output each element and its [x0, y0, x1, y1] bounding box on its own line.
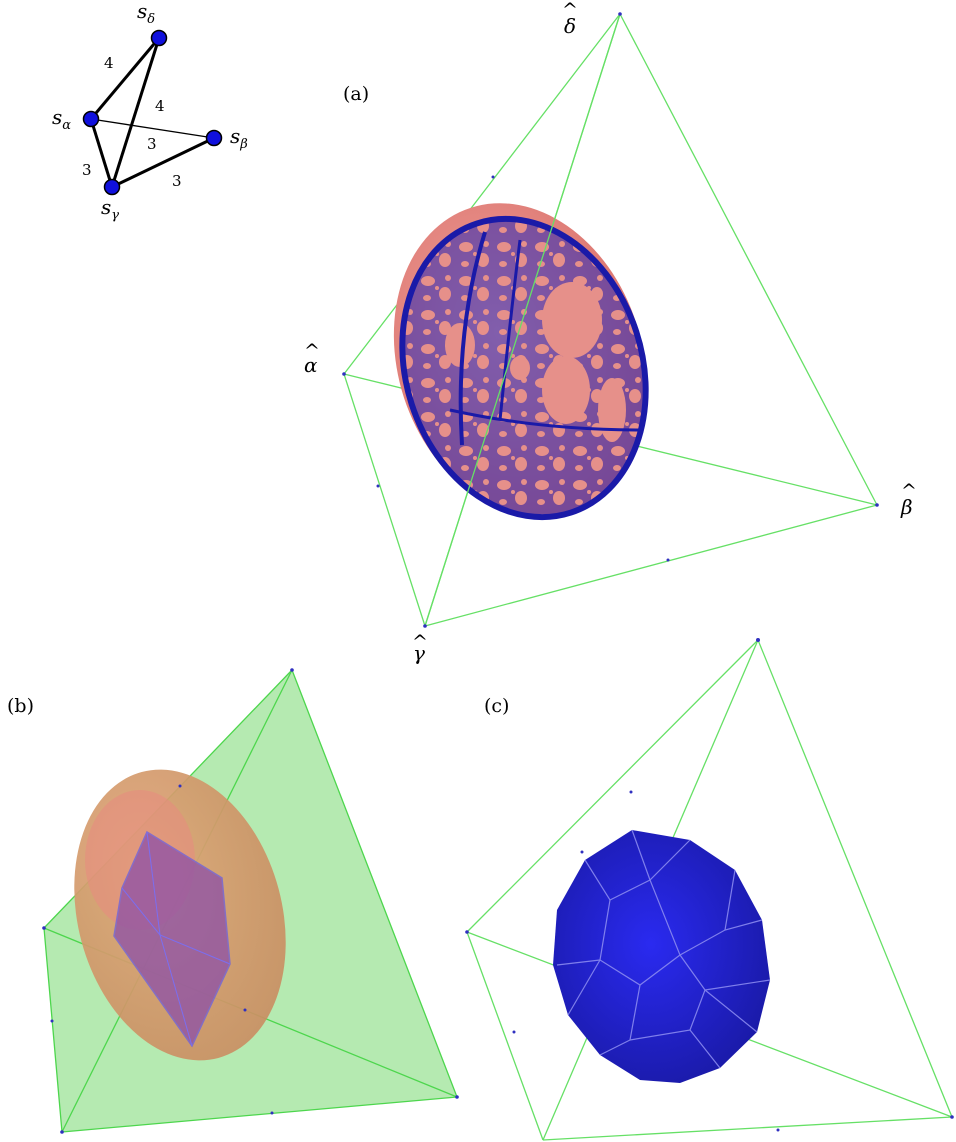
svg-text:^: ^	[412, 631, 428, 653]
svg-text:γ: γ	[413, 641, 425, 665]
vertex-dot	[512, 1030, 516, 1034]
graph-node-alpha	[82, 110, 100, 128]
vertex-dot	[342, 372, 346, 376]
edge-delta-beta-a	[619, 13, 878, 506]
graph-edge-alpha-delta	[89, 37, 161, 120]
facet	[631, 829, 651, 881]
graph-node-delta	[150, 29, 168, 47]
vertex-label-alpha-a: α ^	[304, 340, 320, 377]
facet	[679, 954, 706, 991]
limit-disk	[542, 282, 602, 358]
graph-edge-gamma-delta	[110, 37, 161, 188]
panel-c: (c)	[465, 638, 954, 1141]
vertex-label-delta-a: δ ^	[562, 0, 578, 38]
tetrahedron-a-front	[424, 13, 621, 627]
polytope-blob-c	[553, 830, 770, 1083]
edge-b	[291, 669, 458, 1098]
edge-alpha-gamma-a	[343, 373, 426, 627]
facet	[724, 869, 736, 931]
edge-label-gamma-delta: 4	[155, 97, 165, 115]
vertex-dot	[42, 926, 46, 930]
vertex-dot	[950, 1115, 954, 1119]
vertex-dot	[455, 1095, 459, 1099]
facet	[704, 979, 771, 991]
panel-b: (b)	[7, 668, 459, 1134]
edge-c	[466, 931, 544, 1141]
vertex-label-gamma-a: γ ^	[412, 631, 428, 665]
polytope-facets-c	[556, 829, 771, 1069]
panel-a: (a)	[304, 0, 917, 665]
vertex-dot	[776, 1128, 780, 1132]
svg-text:^: ^	[304, 340, 320, 362]
graph-edge-alpha-gamma	[89, 118, 114, 188]
edge-b	[61, 1096, 458, 1133]
edge-label-alpha-beta: 3	[147, 135, 157, 153]
vertex-dot	[465, 930, 469, 934]
limit-disk	[510, 356, 530, 380]
svg-text:α: α	[304, 353, 318, 377]
facet	[584, 839, 691, 901]
facet	[556, 959, 601, 966]
edge-alpha-delta-a	[343, 13, 621, 375]
edge-label-alpha-delta: 4	[104, 54, 114, 72]
edge-b	[43, 927, 63, 1133]
vertex-dots-c	[465, 638, 954, 1132]
vertex-dot	[60, 1130, 64, 1134]
edge-c	[542, 1116, 953, 1141]
limit-disk	[542, 356, 590, 424]
vertex-dot	[376, 484, 380, 488]
limit-curve	[458, 231, 487, 446]
vertex-label-beta-a: β ^	[900, 480, 917, 519]
node-label-beta: sβ	[230, 124, 248, 152]
vertex-dot	[875, 503, 879, 507]
panel-c-label: (c)	[484, 695, 509, 717]
polytope-edge-b	[121, 887, 231, 965]
vertex-dot	[178, 784, 182, 788]
graph-edge-gamma-beta	[111, 136, 215, 189]
vertex-dots-b	[42, 668, 459, 1134]
edge-label-alpha-gamma: 3	[82, 161, 92, 179]
edge-gamma-beta-a	[424, 504, 878, 627]
limit-disk	[445, 323, 475, 367]
vertex-dot	[243, 1008, 247, 1012]
limit-disk	[598, 378, 626, 442]
svg-text:β: β	[900, 495, 913, 519]
vertex-dot	[666, 558, 670, 562]
tetrahedron-c-edges	[466, 639, 953, 1141]
vertex-dot	[491, 175, 495, 179]
limit-curve	[449, 408, 641, 432]
node-label-alpha: sα	[52, 105, 71, 133]
vertex-dot	[270, 1111, 274, 1115]
node-label-gamma: sγ	[101, 195, 119, 223]
edge-front	[424, 13, 621, 627]
vertex-dot	[629, 790, 633, 794]
svg-text:^: ^	[901, 480, 917, 502]
edge-c	[757, 639, 953, 1118]
panel-b-label: (b)	[7, 695, 34, 717]
edge-label-gamma-beta: 3	[172, 172, 182, 190]
vertex-dot	[756, 638, 760, 642]
coxeter-graph: 4 4 3 3 3 sδ sα sβ sγ	[52, 0, 248, 223]
limit-set-outline-a	[399, 215, 649, 521]
edge-c	[466, 639, 759, 933]
graph-node-gamma	[103, 178, 121, 196]
graph-edge-alpha-beta	[90, 118, 215, 139]
svg-text:δ: δ	[564, 14, 576, 38]
vertex-dot	[423, 624, 427, 628]
node-label-delta: sδ	[137, 0, 155, 27]
facet	[567, 959, 601, 1016]
panel-a-label: (a)	[343, 83, 369, 105]
vertex-dot	[50, 1019, 54, 1023]
vertex-dot	[618, 12, 622, 16]
vertex-dot	[290, 668, 294, 672]
vertex-dots-a	[342, 12, 879, 628]
vertex-dot	[580, 850, 584, 854]
limit-curve	[498, 239, 522, 421]
svg-text:^: ^	[562, 0, 578, 21]
graph-node-beta	[205, 129, 223, 147]
